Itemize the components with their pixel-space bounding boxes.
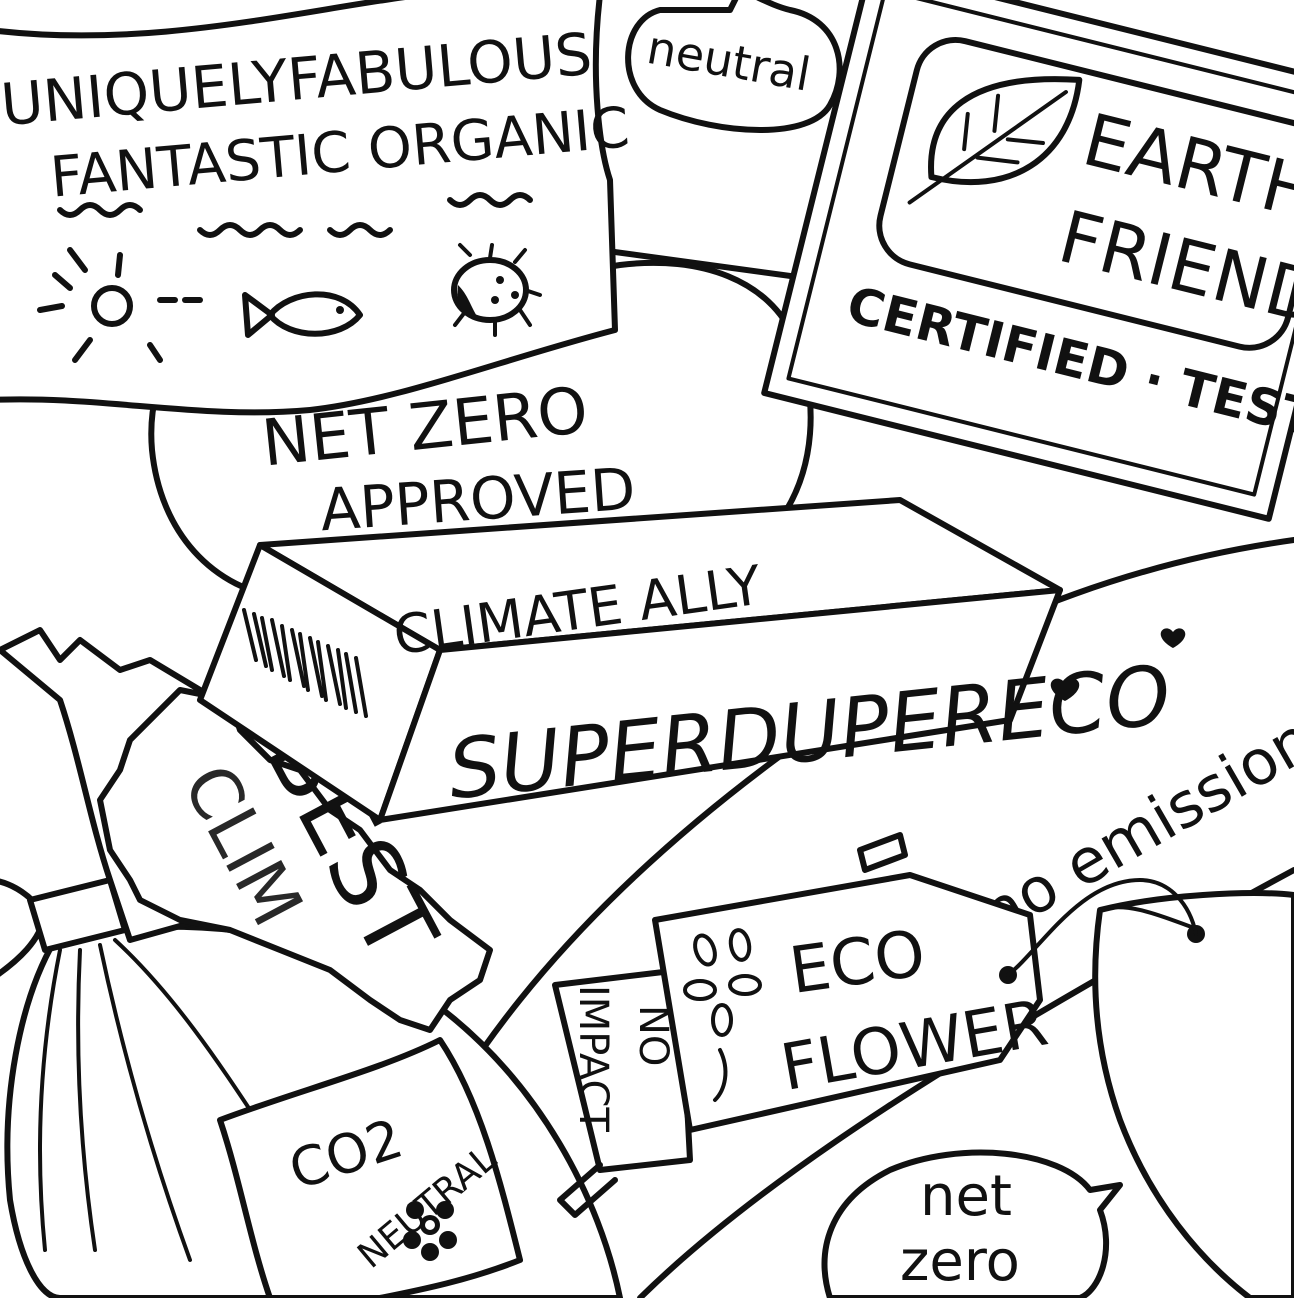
net-zero-line2: zero [900,1229,1020,1294]
wave-squiggles [57,192,533,238]
bag-folds [38,938,272,1262]
co2-neutral-flag: CO2 NEUTRAL [217,1037,523,1298]
fish-icon [242,291,363,338]
no-impact-card: NO IMPACT [552,967,693,1218]
right-bag [1092,890,1294,1298]
no-impact-line2: IMPACT [570,985,616,1132]
bag-edge [1098,905,1202,932]
climate-ally-box: CLIMATE ALLY SUPERDUPERECO [197,497,1175,823]
sun-icon [37,247,178,363]
leaf-icon [907,76,1083,205]
organic-flag: UNIQUELYFABULOUS FANTASTIC ORGANIC [0,0,632,416]
heart-icon [1050,628,1186,701]
flower-icon [403,1201,457,1261]
tag-clip [857,832,908,873]
barcode-icon [242,608,368,718]
ladybug-icon [451,243,542,337]
net-zero-bubble: net zero [821,1149,1123,1298]
net-zero-line1: net [920,1164,1012,1229]
earth-friend-certificate: EARTH FRIEND CERTIFIED · TESTED · [761,0,1294,522]
no-impact-tab [557,1162,618,1218]
flower-icon [683,928,762,1102]
string-tag-icon [1006,878,1198,977]
